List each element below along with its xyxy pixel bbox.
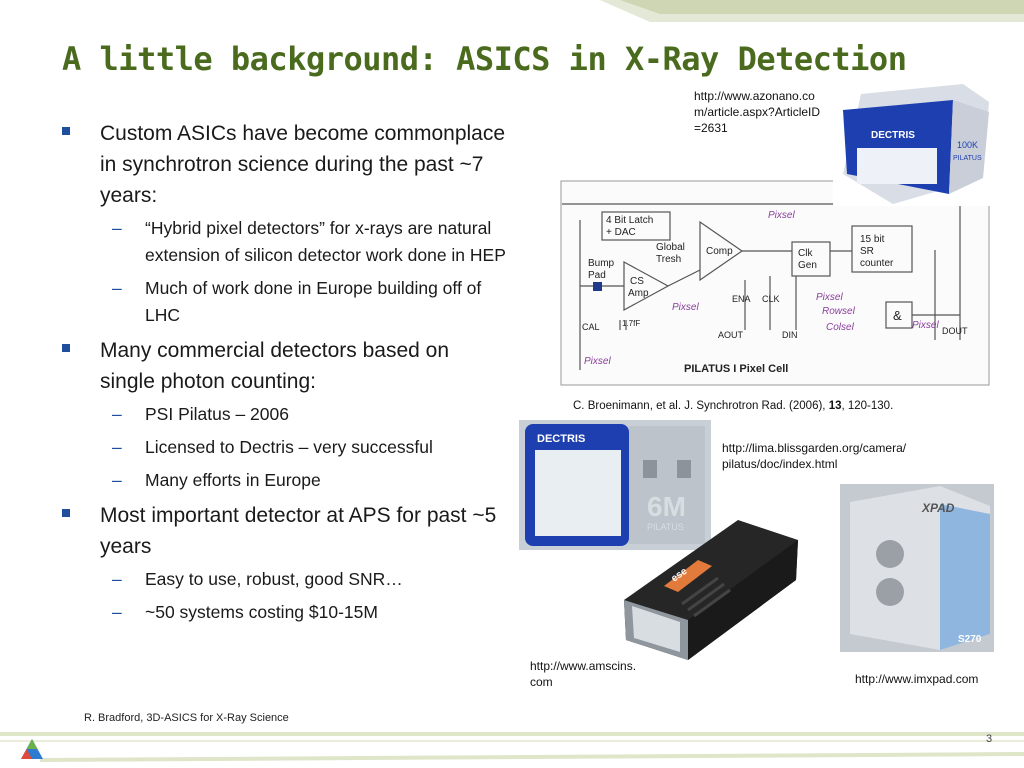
footer-author: R. Bradford, 3D-ASICS for X-Ray Science [84, 712, 289, 724]
circuit-label: Global [656, 242, 685, 253]
bullet-text: Custom ASICs have become commonplace in … [100, 122, 506, 207]
sub-bullet-text: Licensed to Dectris – very successful [145, 437, 433, 457]
dash-bullet-icon: – [112, 437, 122, 457]
page-number: 3 [986, 733, 993, 745]
sub-bullet-text: ~50 systems costing $10-15M [145, 602, 378, 622]
sub-bullet: – Many efforts in Europe [62, 467, 507, 494]
bullet-text: Most important detector at APS for past … [100, 504, 497, 558]
circuit-label: Pad [588, 270, 606, 281]
bullet-aps-detector: Most important detector at APS for past … [62, 500, 507, 562]
circuit-label: Rowsel [822, 306, 856, 317]
circuit-label: Clk [798, 248, 813, 259]
diagram-caption: PILATUS I Pixel Cell [684, 363, 788, 375]
bullet-custom-asics: Custom ASICs have become commonplace in … [62, 118, 507, 211]
circuit-label: Comp [706, 246, 733, 257]
product-label: PILATUS [647, 522, 684, 532]
sub-bullet-text: Easy to use, robust, good SNR… [145, 569, 403, 589]
circuit-label: Gen [798, 260, 817, 271]
product-label: S270 [958, 634, 982, 645]
circuit-label: CS [630, 276, 644, 287]
sub-bullet: – Easy to use, robust, good SNR… [62, 566, 507, 593]
sub-bullet: – Much of work done in Europe building of… [62, 275, 507, 329]
dash-bullet-icon: – [112, 602, 122, 622]
source-azonano: http://www.azonano.com/article.aspx?Arti… [694, 89, 821, 135]
dectris-6m-detector-image: DECTRIS 6M PILATUS [519, 420, 711, 550]
dash-bullet-icon: – [112, 470, 122, 490]
circuit-label: Pixsel [912, 320, 939, 331]
source-citation: C. Broenimann, et al. J. Synchrotron Rad… [573, 398, 893, 414]
header-wave-decoration [600, 0, 1024, 22]
square-bullet-icon [62, 127, 70, 135]
circuit-label: SR [860, 246, 874, 257]
sub-bullet-text: PSI Pilatus – 2006 [145, 404, 289, 424]
dash-bullet-icon: – [112, 218, 122, 238]
dash-bullet-icon: – [112, 404, 122, 424]
sub-bullet: – ~50 systems costing $10-15M [62, 599, 507, 626]
product-label: DECTRIS [537, 433, 585, 445]
circuit-label: Amp [628, 288, 649, 299]
product-label: PILATUS [953, 155, 982, 162]
sub-bullet-text: “Hybrid pixel detectors” for x-rays are … [145, 218, 506, 265]
product-label: XPAD [921, 501, 955, 515]
pilatus-pixel-cell-diagram: 4 Bit Latch + DAC Global Tresh Comp Clk … [560, 180, 990, 386]
footer-decoration [0, 732, 1024, 762]
circuit-label: Tresh [656, 254, 681, 265]
circuit-label: counter [860, 258, 894, 269]
circuit-label: 4 Bit Latch [606, 215, 653, 226]
amscins-detector-image: ese [624, 520, 798, 660]
circuit-label: Colsel [826, 322, 855, 333]
bullet-text: Many commercial detectors based on singl… [100, 339, 449, 393]
sub-bullet: – Licensed to Dectris – very successful [62, 434, 507, 461]
bullet-commercial-detectors: Many commercial detectors based on singl… [62, 335, 507, 397]
source-amscins: http://www.amscins.com [530, 659, 637, 689]
circuit-label: 15 bit [860, 234, 885, 245]
citation-authors: C. Broenimann, et al. J. Synchrotron Rad… [573, 400, 829, 412]
dectris-100k-detector-image: DECTRIS 100K PILATUS [833, 78, 993, 206]
sub-bullet: – PSI Pilatus – 2006 [62, 401, 507, 428]
product-label: 100K [957, 140, 978, 150]
dash-bullet-icon: – [112, 278, 122, 298]
circuit-label: Pixsel [768, 210, 795, 221]
circuit-label: AOUT [718, 330, 744, 340]
citation-pages: , 120-130. [841, 400, 894, 412]
circuit-label: Bump [588, 258, 615, 269]
circuit-label: ENA [732, 294, 751, 304]
source-imxpad: http://www.imxpad.com [855, 672, 979, 686]
source-lima: http://lima.blissgarden.org/camera/pilat… [722, 441, 907, 471]
circuit-label: + DAC [606, 227, 636, 238]
product-label: 6M [647, 491, 686, 522]
dash-bullet-icon: – [112, 569, 122, 589]
product-label: DECTRIS [871, 130, 915, 141]
circuit-label: & [893, 308, 902, 323]
circuit-label: CAL [582, 322, 600, 332]
circuit-label: Pixsel [816, 292, 843, 303]
square-bullet-icon [62, 344, 70, 352]
sub-bullet-text: Many efforts in Europe [145, 470, 321, 490]
sub-bullet-text: Much of work done in Europe building off… [145, 278, 482, 325]
citation-volume: 13 [828, 400, 842, 412]
circuit-label: DOUT [942, 326, 968, 336]
bullet-list: Custom ASICs have become commonplace in … [62, 118, 507, 632]
slide-title: A little background: ASICS in X-Ray Dete… [62, 40, 907, 78]
circuit-label: CLK [762, 294, 780, 304]
square-bullet-icon [62, 509, 70, 517]
sub-bullet: – “Hybrid pixel detectors” for x-rays are… [62, 215, 507, 269]
circuit-label: 1.7fF [622, 319, 640, 328]
argonne-logo-icon [21, 739, 43, 759]
circuit-label: DIN [782, 330, 798, 340]
circuit-label: Pixsel [584, 356, 611, 367]
xpad-detector-image: XPAD S270 [840, 484, 994, 652]
circuit-label: Pixsel [672, 302, 699, 313]
